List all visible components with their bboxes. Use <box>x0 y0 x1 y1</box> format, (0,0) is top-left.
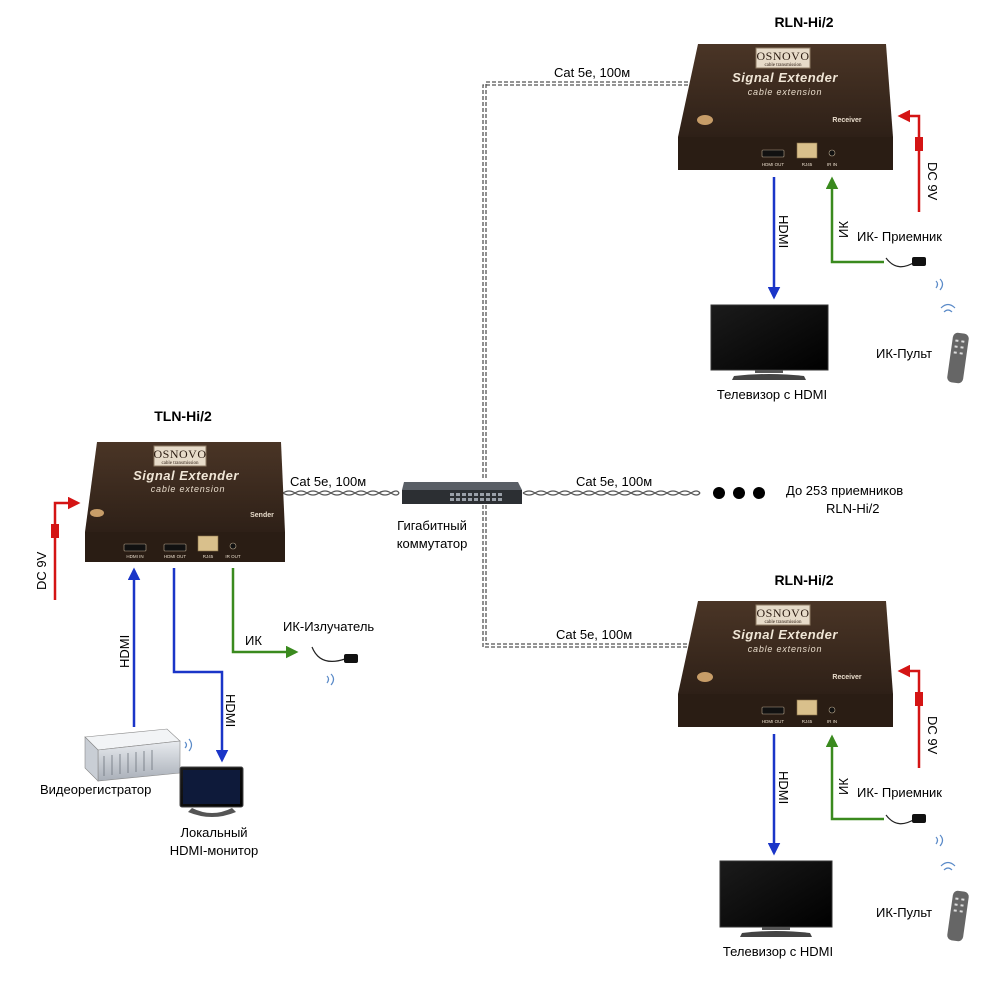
cable-lines <box>282 81 701 648</box>
rt-rj45-port <box>796 142 818 159</box>
cable-switch-top <box>482 81 695 478</box>
rb-ir-receiver-label: ИК- Приемник <box>857 785 942 800</box>
receiver-bottom-big-label: Signal Extender <box>732 627 838 642</box>
hdmi-in-label: HDMI <box>117 635 132 668</box>
sender-big-label: Signal Extender <box>133 468 239 483</box>
hdmi-out-port <box>163 543 187 552</box>
rb-ir-receiver-icon <box>885 814 944 847</box>
sender-port-label-2: RJ45 <box>203 554 214 559</box>
rt-tv-icon <box>710 304 829 380</box>
switch-label-line1: Гигабитный <box>397 518 467 533</box>
rb-ir-in-port <box>828 706 836 714</box>
sender-port-label-0: HDMI IN <box>126 554 143 559</box>
sender-small-label: cable extension <box>151 484 226 494</box>
rb-hdmi-out-port <box>761 706 785 715</box>
rb-rj45-port <box>796 699 818 716</box>
rt-power-line <box>897 109 921 212</box>
receiver-bottom-device: OSNOVO cable transmission Signal Extende… <box>678 601 893 727</box>
rb-hdmi-label: HDMI <box>776 771 791 804</box>
sender-power-line <box>51 496 81 600</box>
cable-label-switch-top: Cat 5e, 100м <box>554 65 630 80</box>
receiver-bottom-role: Receiver <box>832 674 861 681</box>
dvr-icon <box>84 728 193 782</box>
dvr-label: Видеорегистратор <box>40 782 151 797</box>
monitor-label-line2: HDMI-монитор <box>170 843 258 858</box>
more-receivers-line1: До 253 приемников <box>786 483 903 498</box>
gigabit-switch <box>402 482 522 504</box>
hdmi-out-line <box>172 568 229 763</box>
receiver-top-small-label: cable extension <box>748 87 823 97</box>
local-monitor-icon <box>179 766 244 817</box>
receiver-top-brand: OSNOVO <box>756 49 809 63</box>
ir-emitter-label: ИК-Излучатель <box>283 619 374 634</box>
sender-brand: OSNOVO <box>153 447 206 461</box>
receiver-top-brand-sub: cable transmission <box>764 63 802 68</box>
sender-brand-sub: cable transmission <box>161 461 199 466</box>
receiver-bottom-port-label-0: HDMI OUT <box>762 719 784 724</box>
rt-hdmi-label: HDMI <box>776 215 791 248</box>
sender-port-label-3: IR OUT <box>225 554 241 559</box>
sender-title: TLN-Hi/2 <box>154 408 212 424</box>
more-receivers-line2: RLN-Hi/2 <box>826 501 879 516</box>
hdmi-in-port <box>123 543 147 552</box>
rb-remote-icon <box>940 861 969 942</box>
rb-remote-label: ИК-Пульт <box>876 905 932 920</box>
rt-power-label: DC 9V <box>925 162 940 201</box>
switch-label-line2: коммутатор <box>397 536 468 551</box>
rt-power-plug-icon <box>915 137 923 151</box>
rb-power-plug-icon <box>915 692 923 706</box>
monitor-label-line1: Локальный <box>180 825 247 840</box>
rt-hdmi-out-port <box>761 149 785 158</box>
cable-sender-switch <box>282 490 400 496</box>
receiver-top-big-label: Signal Extender <box>732 70 838 85</box>
ir-out-label: ИК <box>245 633 262 648</box>
power-plug-icon <box>51 524 59 538</box>
cable-label-switch-middle: Cat 5e, 100м <box>576 474 652 489</box>
rt-ir-receiver-label: ИК- Приемник <box>857 229 942 244</box>
rb-tv-icon <box>719 860 833 937</box>
rb-power-line <box>897 664 921 768</box>
rt-ir-line <box>825 176 884 264</box>
rt-remote-label: ИК-Пульт <box>876 346 932 361</box>
sender-power-label: DC 9V <box>34 551 49 590</box>
rb-ir-label: ИК <box>836 778 851 795</box>
cable-switch-middle <box>522 490 701 496</box>
rt-ir-label: ИК <box>836 221 851 238</box>
ir-emitter-icon <box>311 646 358 686</box>
receiver-bottom-title: RLN-Hi/2 <box>774 572 833 588</box>
ir-out-port <box>229 542 237 550</box>
rb-tv-label: Телевизор с HDMI <box>723 944 833 959</box>
hdmi-out-label: HDMI <box>223 694 238 727</box>
sender-device: OSNOVO cable transmission Signal Extende… <box>85 442 285 562</box>
rb-ir-line <box>825 734 884 821</box>
receiver-bottom-small-label: cable extension <box>748 644 823 654</box>
cable-switch-bottom <box>482 505 695 648</box>
receiver-bottom-port-label-1: RJ45 <box>802 719 813 724</box>
rt-remote-icon <box>940 303 969 384</box>
rt-ir-receiver-icon <box>885 257 944 291</box>
receiver-bottom-brand-sub: cable transmission <box>764 620 802 625</box>
cable-label-sender-switch: Cat 5e, 100м <box>290 474 366 489</box>
rj45-port <box>197 535 219 552</box>
receiver-top-role: Receiver <box>832 117 861 124</box>
rb-power-label: DC 9V <box>925 716 940 755</box>
receiver-top-port-label-1: RJ45 <box>802 162 813 167</box>
cable-label-switch-bottom: Cat 5e, 100м <box>556 627 632 642</box>
receiver-top-device: OSNOVO cable transmission Signal Extende… <box>678 44 893 170</box>
sender-port-label-1: HDMI OUT <box>164 554 186 559</box>
sender-role: Sender <box>250 512 274 519</box>
receiver-top-port-label-0: HDMI OUT <box>762 162 784 167</box>
ir-out-line <box>231 568 299 659</box>
rt-ir-in-port <box>828 149 836 157</box>
receiver-bottom-brand: OSNOVO <box>756 606 809 620</box>
ellipsis-dots <box>713 487 765 499</box>
rt-tv-label: Телевизор с HDMI <box>717 387 827 402</box>
receiver-top-port-label-2: IR IN <box>827 162 837 167</box>
receiver-top-title: RLN-Hi/2 <box>774 14 833 30</box>
receiver-bottom-port-label-2: IR IN <box>827 719 837 724</box>
